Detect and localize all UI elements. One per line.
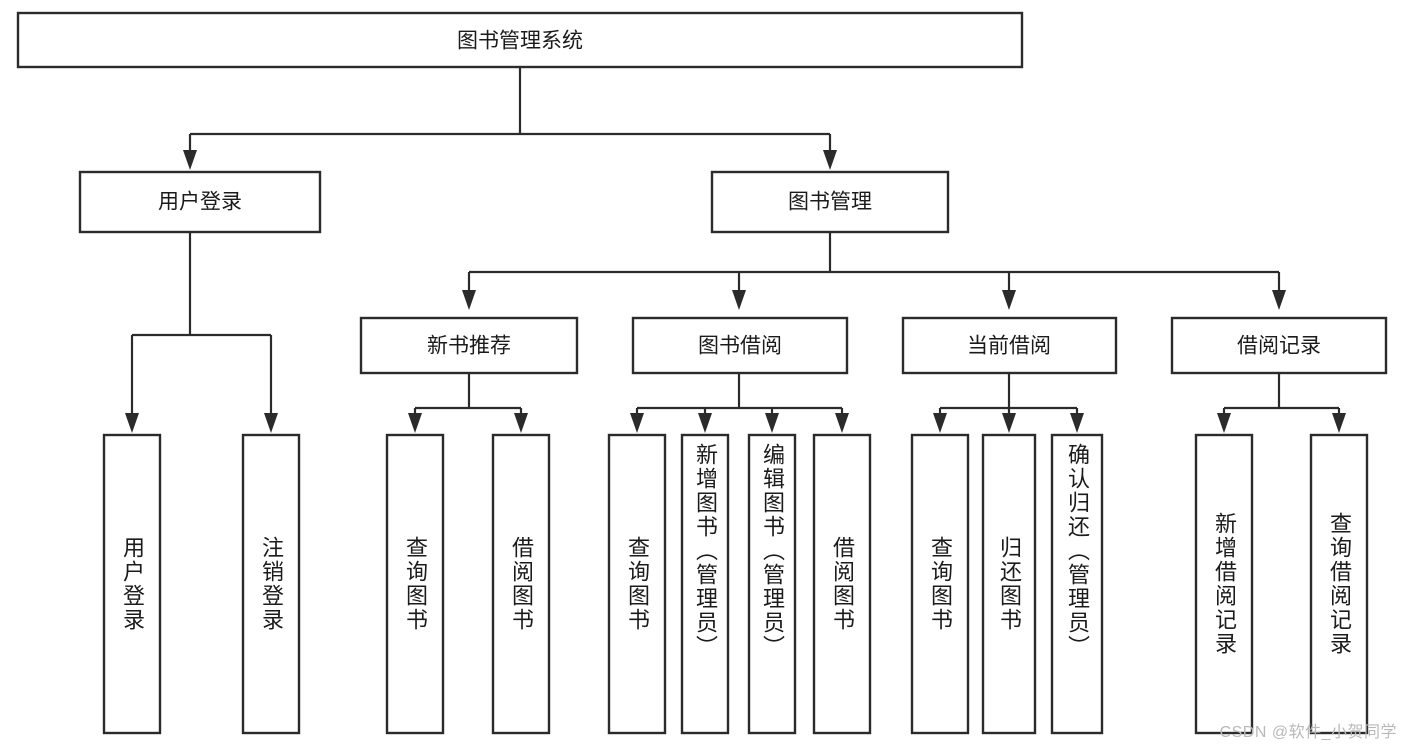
leaf-box-query-book-3[interactable] [910,433,970,735]
leaf-box-add-book[interactable] [680,433,730,735]
node-book-management-label: 图书管理 [788,191,872,214]
node-user-login-label: 用户登录 [158,191,242,214]
node-borrow-record[interactable]: 借阅记录 [1170,316,1388,375]
leaf-box-confirm-return[interactable] [1050,433,1104,735]
leaf-box-add-record[interactable] [1194,433,1254,735]
node-book-borrow[interactable]: 图书借阅 [631,316,849,375]
connector-record-to-leaves [1217,373,1346,433]
node-user-login[interactable]: 用户登录 [78,170,322,234]
leaf-box-query-book-2[interactable] [607,433,667,735]
leaf-box-logout-login[interactable] [241,433,301,735]
connector-newbook-to-leaves [408,373,528,433]
leaf-box-user-login[interactable] [102,433,162,735]
leaf-box-borrow-book-2[interactable] [812,433,872,735]
node-new-book-recommend-label: 新书推荐 [427,335,511,358]
leaf-box-return-book[interactable] [981,433,1037,735]
connector-userlogin-to-leaves [125,232,278,433]
node-book-borrow-label: 图书借阅 [698,335,782,358]
node-book-management[interactable]: 图书管理 [710,170,950,234]
node-new-book-recommend[interactable]: 新书推荐 [359,316,579,375]
node-root-system[interactable]: 图书管理系统 [16,11,1024,69]
leaf-boxes [102,433,1369,735]
node-root-system-label: 图书管理系统 [457,30,583,53]
connector-current-to-leaves [933,373,1084,433]
node-borrow-record-label: 借阅记录 [1237,335,1321,358]
connector-bookmgmt-to-level3 [462,232,1286,310]
connector-root-to-level2 [183,67,837,170]
node-current-borrow[interactable]: 当前借阅 [901,316,1118,375]
leaf-box-query-book-1[interactable] [385,433,445,735]
leaf-box-edit-book[interactable] [747,433,797,735]
csdn-watermark: CSDN @软件_小贺同学 [1219,724,1397,741]
node-current-borrow-label: 当前借阅 [967,335,1051,358]
leaf-box-borrow-book-1[interactable] [491,433,551,735]
connector-borrow-to-leaves [630,373,849,433]
leaf-box-query-record[interactable] [1309,433,1369,735]
